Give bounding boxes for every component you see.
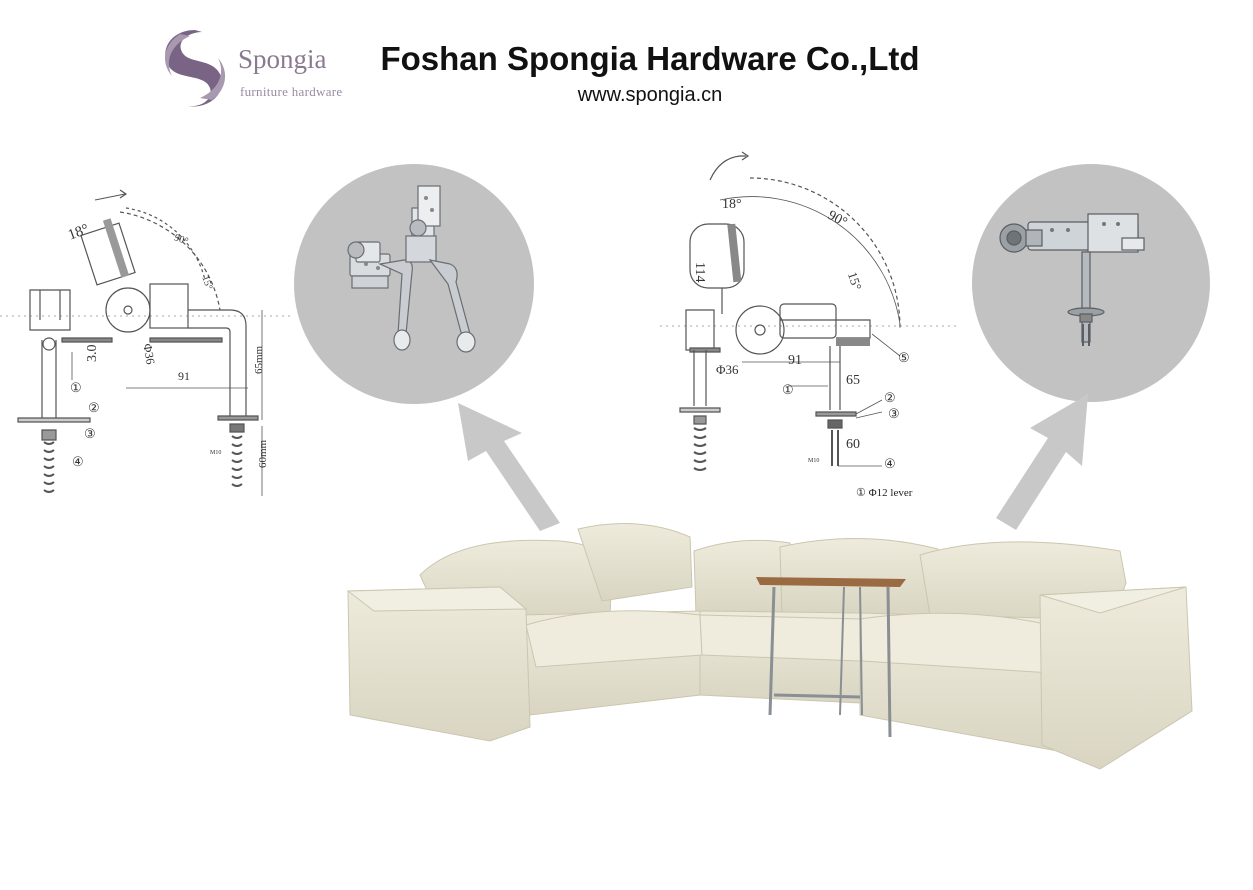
right-angle-90: 90°: [825, 208, 849, 230]
left-dim-91: 91: [178, 369, 190, 383]
left-callout-1: ①: [70, 380, 82, 395]
right-dim-114: 114: [692, 262, 707, 282]
right-callout-1: ①: [782, 382, 794, 397]
right-hinge-diagram: [660, 151, 960, 471]
right-callout-4: ④: [884, 456, 896, 471]
left-dim-60: 60mm: [257, 439, 269, 468]
logo-wordmark: Spongia: [238, 44, 327, 74]
spongia-logo-icon: [165, 30, 226, 107]
side-table-icon: [756, 577, 906, 738]
left-hinge-photo: [294, 164, 534, 404]
right-angle-18: 18°: [722, 197, 742, 212]
left-dim-65: 65mm: [253, 345, 265, 374]
company-website[interactable]: www.spongia.cn: [577, 84, 723, 106]
left-callout-4: ④: [72, 454, 84, 469]
right-dim-91: 91: [788, 353, 802, 368]
arrow-right-icon: [996, 394, 1088, 530]
right-diagram-labels: 18° 90° 15° 114 91 Φ36 65 60 M10 ① ② ③ ④…: [692, 197, 913, 499]
right-bolt-label: M10: [808, 458, 819, 464]
left-hinge-diagram: [0, 189, 290, 496]
sectional-sofa-image: [346, 523, 1193, 770]
right-callout-5: ⑤: [898, 350, 910, 365]
arrow-left-icon: [458, 403, 560, 531]
left-callout-3: ③: [84, 426, 96, 441]
left-hinge-pair-icon: [347, 185, 476, 353]
right-dim-60: 60: [846, 437, 860, 452]
right-hinge-photo: [972, 164, 1210, 402]
left-bolt-label: M10: [210, 450, 221, 456]
right-callout-2: ②: [884, 390, 896, 405]
left-angle-15: 15°: [199, 274, 214, 291]
company-title: Foshan Spongia Hardware Co.,Ltd: [380, 40, 920, 77]
left-dim-30: 3.0: [85, 345, 100, 363]
right-callout-3: ③: [888, 406, 900, 421]
right-dim-65: 65: [846, 373, 860, 388]
logo-tagline: furniture hardware: [240, 84, 343, 99]
right-hinge-icon: [999, 213, 1145, 346]
left-dim-diameter: Φ36: [140, 342, 157, 365]
left-diagram-labels: 18° 90° 15° Φ36 3.0 91 65mm 60mm M10 ① ②…: [66, 221, 269, 469]
left-angle-18: 18°: [66, 221, 91, 243]
right-dim-diameter: Φ36: [716, 362, 739, 377]
left-angle-90: 90°: [173, 232, 190, 247]
left-callout-2: ②: [88, 400, 100, 415]
right-legend: ① Φ12 lever: [856, 487, 913, 499]
right-angle-15: 15°: [845, 270, 865, 292]
